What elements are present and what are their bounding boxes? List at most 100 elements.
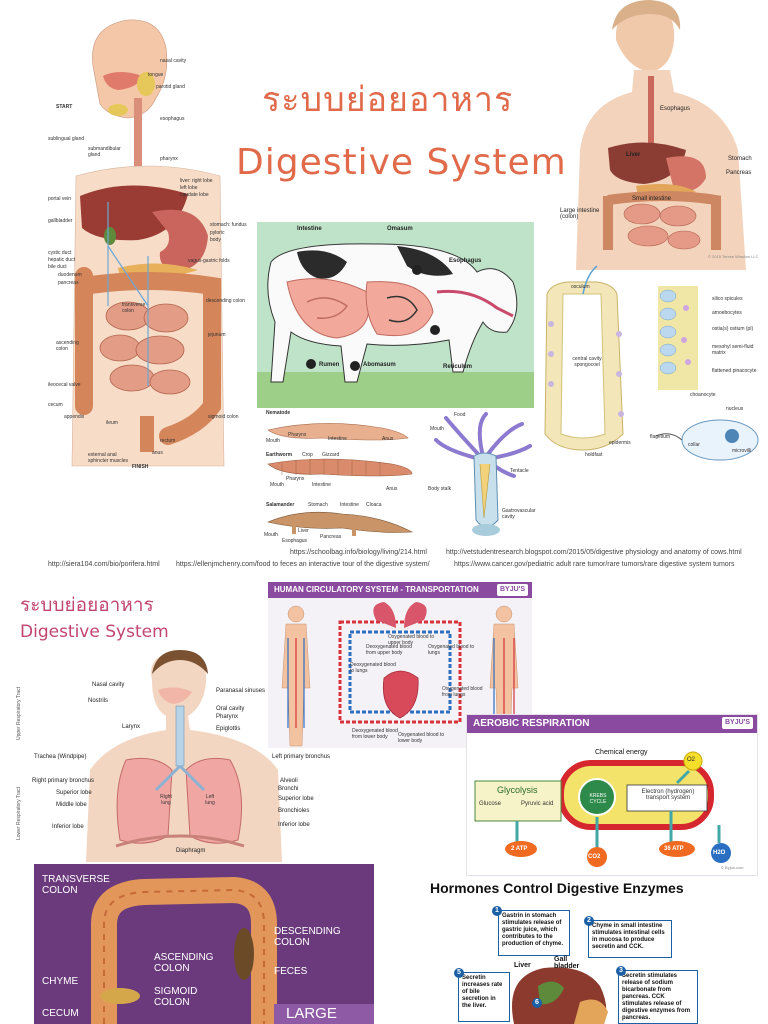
sponge-cells-diagram: silico spicules amoebocytes ostia(s) ost… xyxy=(650,280,768,470)
source-url-siera: http://siera104.com/bio/porifera.html xyxy=(48,561,160,568)
side-label-lower: Lower Respiratory Tract xyxy=(16,786,22,840)
label-finish: FINISH xyxy=(132,464,149,470)
hormones-panel: Hormones Control Digestive Enzymes Gastr… xyxy=(404,876,768,1024)
sponge-illustration xyxy=(544,265,624,451)
hormone-box-2: Chyme in small intestine stimulates inte… xyxy=(588,920,672,958)
label-salamander-pancreas: Pancreas xyxy=(320,534,342,540)
worms-illustration xyxy=(267,423,414,536)
label-ascending-colon: ascending colon xyxy=(56,340,79,352)
label-earthworm-gizzard: Gizzard xyxy=(322,452,340,458)
label-esophagus-woman: Esophagus xyxy=(660,106,691,112)
label-descending-colon: descending colon xyxy=(206,298,245,304)
circ-label-5: Oxygenated blood from lungs xyxy=(442,686,483,698)
hormone-number-2: 2 xyxy=(584,916,594,926)
label-salamander-liver: Liver xyxy=(298,528,309,534)
label-liver-woman: Liver xyxy=(626,152,641,158)
label-hydra-body-stalk: Body stalk xyxy=(428,486,452,492)
label-sigmoid-colon-big: SIGMOID COLON xyxy=(154,986,198,1008)
source-url-cancer-gov: https://www.cancer.gov/pediatric adult r… xyxy=(454,561,735,568)
aerobic-footer: © Byjus.com xyxy=(721,865,744,870)
label-pancreas-woman: Pancreas xyxy=(726,170,752,176)
label-pharynx: pharynx xyxy=(160,156,178,162)
label-pinacocyte: flattened pinacocyte xyxy=(712,368,757,374)
label-amoebocytes: amoebocytes xyxy=(712,310,742,316)
circulatory-panel: HUMAN CIRCULATORY SYSTEM - TRANSPORTATIO… xyxy=(268,582,532,748)
label-ileocecal-valve: ileocecal valve xyxy=(48,382,81,388)
main-title-thai: ระบบย่อยอาหาร xyxy=(262,80,514,120)
label-stomach-fundus: stomach: fundus xyxy=(210,222,247,228)
label-esophagus-cow: Esophagus xyxy=(449,258,482,264)
label-microvilli: microvilli xyxy=(732,448,752,454)
sponge-diagram: osculum central cavity spongocoel epider… xyxy=(537,264,657,460)
label-salamander: Salamander xyxy=(266,502,295,508)
label-gall-bladder: Gall bladder xyxy=(554,956,580,970)
label-h2o: H2O xyxy=(713,850,726,856)
label-salamander-intestine: Intestine xyxy=(340,502,359,508)
label-holdfast: holdfast xyxy=(585,452,603,458)
label-transverse-colon: transverse colon xyxy=(122,302,146,314)
label-hydra-tentacle: Tentacle xyxy=(510,468,529,474)
label-stomach-woman: Stomach xyxy=(728,156,752,162)
colon-panel: TRANSVERSE COLON DESCENDING COLON ASCEND… xyxy=(34,864,374,1024)
label-ascending-colon-big: ASCENDING COLON xyxy=(154,952,214,974)
label-bronchioles: Bronchioles xyxy=(278,808,310,814)
label-stomach-body: body xyxy=(210,237,221,243)
label-oral-cavity: Oral cavity xyxy=(216,706,245,712)
label-cecum: cecum xyxy=(48,402,63,408)
label-intestine-cow: Intestine xyxy=(297,226,322,232)
label-sigmoid-colon: sigmoid colon xyxy=(208,414,239,420)
label-vagus-gastric-folds: vagus-gastric folds xyxy=(188,258,230,264)
label-transverse-colon-big: TRANSVERSE COLON xyxy=(42,874,110,896)
source-url-schoolbag: https://schoolbag.info/biology/living/21… xyxy=(290,549,427,556)
label-larynx: Larynx xyxy=(122,724,141,730)
label-anal-sphincter: external anal sphincter muscles xyxy=(88,452,129,464)
respiratory-diagram: Upper Respiratory Tract Lower Respirator… xyxy=(16,650,346,862)
label-hydra-cavity: Gastrovascular cavity xyxy=(502,508,536,520)
label-trachea: Trachea (Windpipe) xyxy=(34,754,87,760)
label-duodenum: duodenum xyxy=(58,272,82,278)
label-liver-hormone: Liver xyxy=(514,962,531,969)
worms-diagram: Nematode Pharynx Mouth Intestine Anus Ea… xyxy=(262,408,428,544)
hormone-number-3: 3 xyxy=(616,966,626,976)
label-diaphragm: Diaphragm xyxy=(176,848,206,854)
side-label-upper: Upper Respiratory Tract xyxy=(16,686,22,740)
label-salamander-mouth: Mouth xyxy=(264,532,278,538)
label-spongocoel: central cavity spongocoel xyxy=(572,356,602,368)
hormone-box-5: Secretin increases rate of bile secretio… xyxy=(458,972,510,1022)
label-left-lung: Left lung xyxy=(205,794,215,806)
label-ostia: ostia(s) ostium (pl) xyxy=(712,326,754,332)
label-alveoli: Alveoli xyxy=(280,778,298,784)
label-collar: collar xyxy=(688,442,700,448)
label-parotid-gland: parotid gland xyxy=(156,84,185,90)
label-bile-duct: bile duct xyxy=(48,264,67,270)
label-epidermis: epidermis xyxy=(609,440,631,446)
label-pancreas: pancreas xyxy=(58,280,79,286)
label-o2: O2 xyxy=(687,757,696,763)
human-digestive-illustration xyxy=(71,19,225,467)
main-title-english: Digestive System xyxy=(236,142,567,183)
label-salamander-cloaca: Cloaca xyxy=(366,502,382,508)
label-portal-vein: portal vein xyxy=(48,196,72,202)
circ-label-1: Oxygenated blood to upper body xyxy=(388,634,435,646)
cow-digestive-diagram: Intestine Omasum Esophagus Rumen Abomasu… xyxy=(257,222,534,408)
source-url-vetstudent: http://vetstudentresearch.blogspot.com/2… xyxy=(446,549,742,556)
label-nasal-cavity: nasal cavity xyxy=(160,58,187,64)
woman-illustration xyxy=(576,0,746,270)
label-paranasal-sinuses: Paranasal sinuses xyxy=(216,688,266,694)
sponge-cells-illustration xyxy=(655,286,759,461)
hormone-number-1: 1 xyxy=(492,906,502,916)
label-nematode-anus: Anus xyxy=(382,436,394,442)
label-nematode-intestine: Intestine xyxy=(328,436,347,442)
hormone-number-5: 5 xyxy=(454,968,464,978)
label-mesohyl: mesohyl semi-fluid matrix xyxy=(712,344,754,356)
label-earthworm-crop: Crop xyxy=(302,452,313,458)
label-large: LARGE xyxy=(286,1005,337,1022)
label-glycolysis: Glycolysis xyxy=(497,785,538,795)
label-appendix: appendix xyxy=(64,414,85,420)
label-abomasum: Abomasum xyxy=(363,362,396,368)
label-left-lobe: left lobe xyxy=(180,185,198,191)
label-stomach-pyloric: pyloric xyxy=(210,230,225,236)
label-descending-colon-big: DESCENDING COLON xyxy=(274,926,341,948)
aerobic-illustration xyxy=(474,751,731,867)
hydra-diagram: Mouth Food Tentacle Body stalk Gastrovas… xyxy=(426,410,538,544)
